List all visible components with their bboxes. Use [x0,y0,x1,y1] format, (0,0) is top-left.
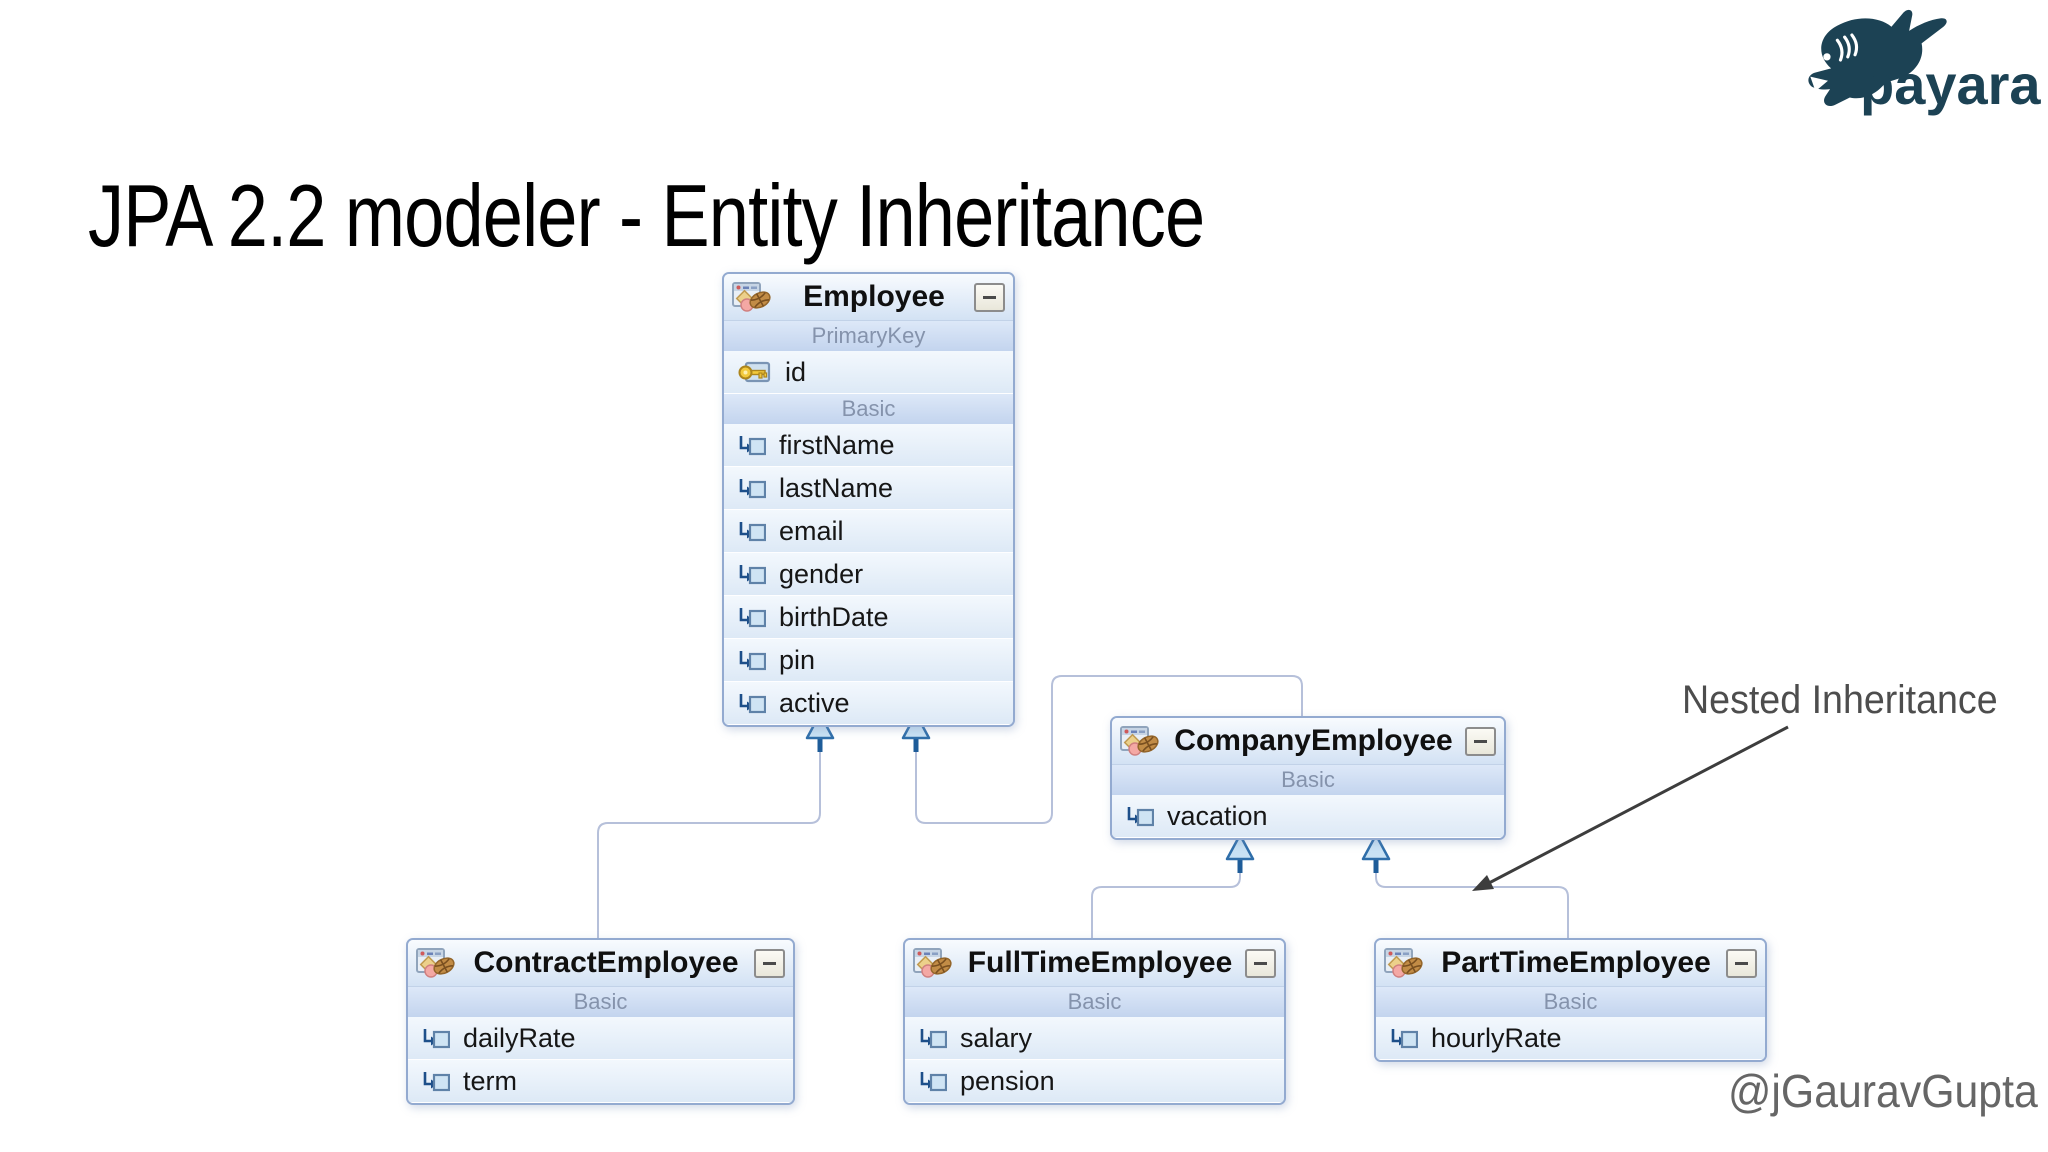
attribute-name: email [779,515,844,546]
attribute-name: hourlyRate [1431,1022,1562,1053]
annotation-arrow [1472,725,1789,891]
primary-key-icon [737,359,772,385]
attribute-name: lastName [779,472,894,503]
minus-icon [1735,961,1748,965]
attribute-row-pension[interactable]: pension [905,1060,1284,1103]
attribute-row-pin[interactable]: pin [724,639,1013,682]
entity-companyemployee[interactable]: CompanyEmployee Basic vacation [1110,716,1506,840]
basic-attribute-icon [1389,1026,1418,1051]
entity-title: Employee [803,280,945,313]
inheritance-arrow-fulltime [1227,835,1253,873]
attribute-row-dailyrate[interactable]: dailyRate [408,1017,793,1060]
attribute-row-salary[interactable]: salary [905,1017,1284,1060]
basic-attribute-icon [737,605,766,630]
basic-attribute-icon [737,691,766,716]
basic-attribute-icon [421,1026,450,1051]
entity-icon [1384,946,1426,980]
attribute-name: pin [779,644,816,675]
minus-icon [763,961,776,965]
slide-title: JPA 2.2 modeler - Entity Inheritance [88,165,1205,265]
minus-icon [983,295,996,299]
attribute-name: active [779,687,850,718]
minus-icon [1474,739,1487,743]
attribute-name: vacation [1167,800,1268,831]
attribute-row-firstname[interactable]: firstName [724,424,1013,467]
attribute-row-gender[interactable]: gender [724,553,1013,596]
attribute-name: gender [779,558,864,589]
connector-fulltimeemployee-to-companyemployee [1091,871,1241,938]
entity-parttimeemployee-header: PartTimeEmployee [1376,940,1765,987]
annotation-nested-inheritance: Nested Inheritance [1682,678,1998,722]
basic-attribute-icon [918,1026,947,1051]
attribute-name: birthDate [779,601,889,632]
attribute-row-hourlyrate[interactable]: hourlyRate [1376,1017,1765,1060]
entity-fulltimeemployee[interactable]: FullTimeEmployee Basic salary pension [903,938,1286,1105]
attribute-row-vacation[interactable]: vacation [1112,795,1504,838]
attribute-name: firstName [779,429,895,460]
collapse-button[interactable] [1726,948,1757,978]
attribute-name: salary [960,1022,1033,1053]
entity-employee-header: Employee [724,274,1013,321]
entity-employee[interactable]: Employee PrimaryKey id Basic firstName l… [722,272,1015,727]
basic-attribute-icon [1125,804,1154,829]
section-label-basic: Basic [1376,987,1765,1017]
basic-attribute-icon [737,433,766,458]
attribute-row-email[interactable]: email [724,510,1013,553]
attribute-name: pension [960,1065,1055,1096]
entity-contractemployee-header: ContractEmployee [408,940,793,987]
connector-contractemployee-to-employee [597,750,821,938]
attribute-name: term [463,1065,517,1096]
author-handle: @jGauravGupta [1728,1065,2038,1117]
section-label-primarykey: PrimaryKey [724,321,1013,351]
attribute-name: id [785,356,807,387]
attribute-row-lastname[interactable]: lastName [724,467,1013,510]
attribute-row-birthdate[interactable]: birthDate [724,596,1013,639]
entity-icon [732,280,774,314]
collapse-button[interactable] [754,948,785,978]
entity-parttimeemployee[interactable]: PartTimeEmployee Basic hourlyRate [1374,938,1767,1062]
attribute-row-id[interactable]: id [724,351,1013,394]
entity-icon [913,946,955,980]
collapse-button[interactable] [1465,726,1496,756]
entity-title: CompanyEmployee [1174,724,1453,757]
section-label-basic: Basic [724,394,1013,424]
entity-title: FullTimeEmployee [967,946,1233,979]
basic-attribute-icon [737,648,766,673]
attribute-name: dailyRate [463,1022,576,1053]
section-label-basic: Basic [905,987,1284,1017]
collapse-button[interactable] [1245,948,1276,978]
section-label-basic: Basic [408,987,793,1017]
basic-attribute-icon [918,1069,947,1094]
basic-attribute-icon [737,562,766,587]
connector-companyemployee-to-employee [915,675,1303,824]
payara-fish-icon [1808,9,1947,107]
payara-wordmark: payara [1860,53,2041,116]
connector-parttimeemployee-to-companyemployee [1375,871,1569,938]
entity-icon [1120,724,1162,758]
entity-contractemployee[interactable]: ContractEmployee Basic dailyRate term [406,938,795,1105]
inheritance-arrow-parttime [1363,835,1389,873]
basic-attribute-icon [737,519,766,544]
entity-companyemployee-header: CompanyEmployee [1112,718,1504,765]
payara-logo: payara [1800,6,2048,116]
entity-title: PartTimeEmployee [1441,946,1711,979]
entity-fulltimeemployee-header: FullTimeEmployee [905,940,1284,987]
attribute-row-term[interactable]: term [408,1060,793,1103]
basic-attribute-icon [421,1069,450,1094]
basic-attribute-icon [737,476,766,501]
entity-icon [416,946,458,980]
entity-title: ContractEmployee [473,946,739,979]
collapse-button[interactable] [974,282,1005,312]
section-label-basic: Basic [1112,765,1504,795]
minus-icon [1254,961,1267,965]
attribute-row-active[interactable]: active [724,682,1013,725]
